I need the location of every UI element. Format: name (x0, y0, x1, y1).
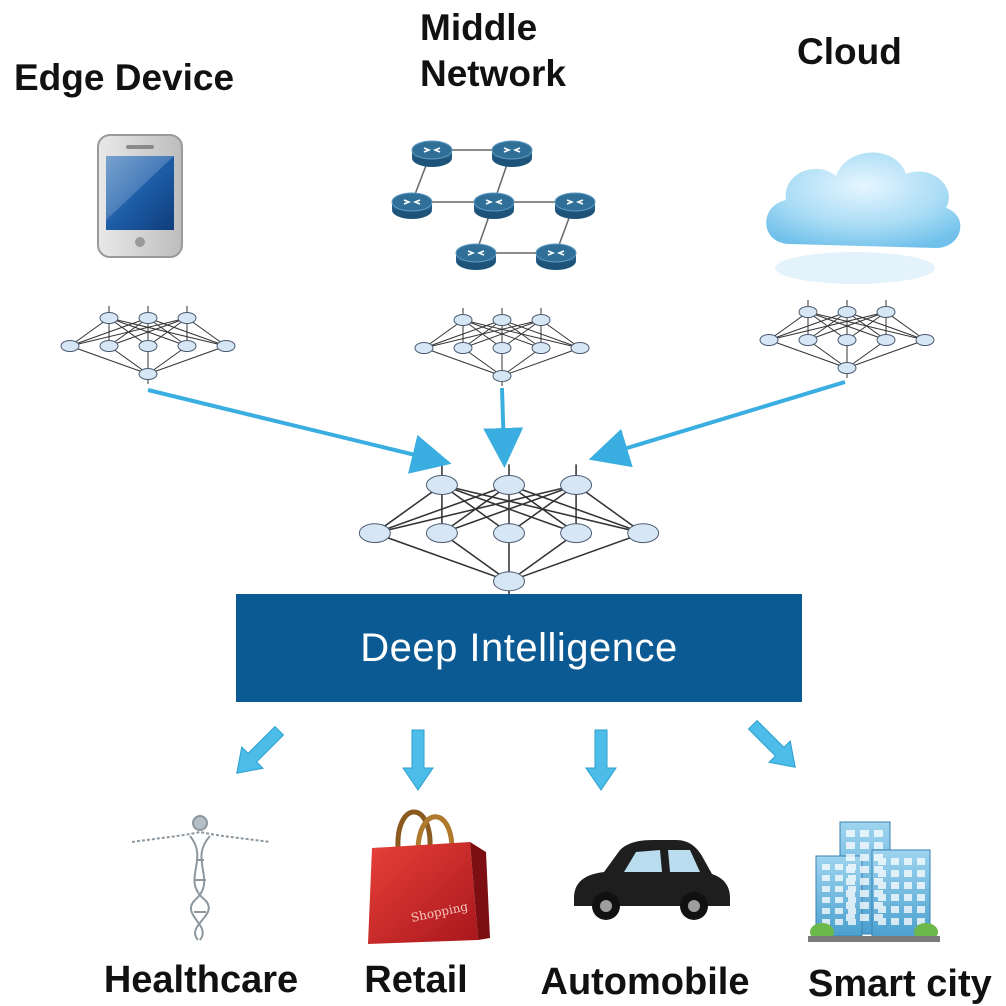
router-group (391, 140, 596, 270)
router-icon (411, 140, 453, 167)
edge-to-center-arrow (147, 388, 452, 474)
router-icon (491, 140, 533, 167)
router-icon (391, 192, 433, 219)
shopping-bag-icon: Shopping (368, 809, 490, 944)
cloud-icon (766, 152, 961, 284)
router-icon (535, 243, 577, 270)
router-icon (554, 192, 596, 219)
smartphone-icon (97, 134, 183, 258)
smart-city-arrow (747, 719, 796, 768)
central-neural-net (358, 464, 660, 599)
dna-human-icon (131, 815, 271, 941)
cloud-neural-net (759, 300, 935, 378)
deep-intelligence-label: Deep Intelligence (360, 625, 678, 670)
edge-neural-net (60, 306, 236, 384)
automobile-arrow (585, 729, 617, 791)
middle-to-center-arrow (483, 387, 524, 468)
healthcare-label: Healthcare (103, 959, 299, 1001)
cloud-to-center-arrow (588, 380, 846, 468)
output-arrows (236, 719, 796, 791)
retail-label: Retail (364, 959, 468, 1001)
automobile-label: Automobile (540, 961, 750, 1003)
middle-network-label-line1: Middle (420, 7, 538, 48)
cloud-label: Cloud (797, 31, 902, 72)
healthcare-arrow (236, 725, 285, 774)
building-icon (808, 821, 940, 942)
source-arrows (147, 380, 846, 474)
deep-intelligence-box: Deep Intelligence (236, 594, 802, 702)
middle-neural-net (414, 308, 590, 386)
router-icon (473, 192, 515, 219)
smart-city-label: Smart city (808, 963, 992, 1005)
middle-network-label-line2: Network (420, 53, 566, 94)
retail-arrow (402, 729, 434, 791)
router-icon (455, 243, 497, 270)
edge-device-label: Edge Device (14, 57, 235, 98)
neural-networks (60, 300, 935, 599)
car-icon (574, 840, 730, 920)
